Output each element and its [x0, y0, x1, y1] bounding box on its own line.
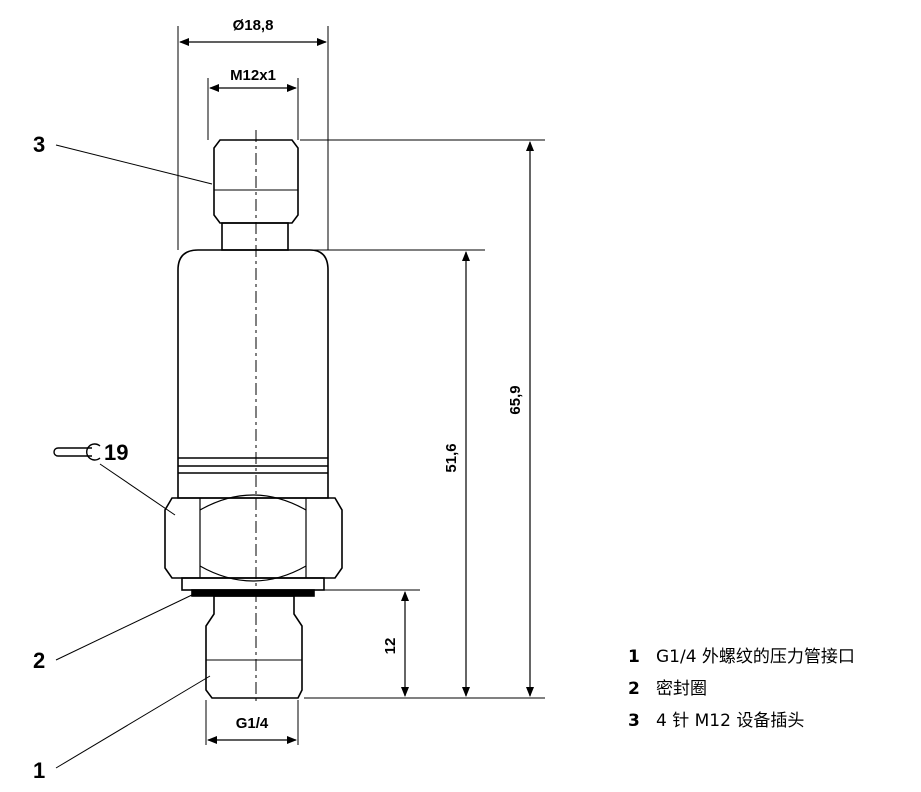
flange: [181, 577, 325, 591]
hex-nut: [164, 497, 343, 579]
callout-3: 3: [33, 132, 45, 157]
sensor-body-outline: [164, 139, 343, 699]
legend-number: 2: [628, 679, 640, 699]
leader-lines: [55, 144, 213, 769]
extension-lines: [177, 26, 545, 745]
legend-number: 3: [628, 711, 640, 731]
legend-item: 2 密封圈: [628, 673, 855, 705]
legend-item: 3 4 针 M12 设备插头: [628, 705, 855, 737]
connector-neck: [221, 222, 289, 251]
connector-nut: [213, 139, 299, 224]
pressure-thread: [205, 595, 303, 699]
main-body: [177, 249, 329, 499]
legend-text: 4 针 M12 设备插头: [656, 711, 805, 731]
connector-thread-label: M12x1: [230, 67, 276, 84]
parts-legend: 1 G1/4 外螺纹的压力管接口 2 密封圈 3 4 针 M12 设备插头: [628, 641, 855, 737]
wrench-size-label: 19: [104, 440, 128, 465]
total-height-label: 65,9: [507, 385, 524, 414]
dimension-lines: [179, 38, 534, 744]
wrench-icon: [53, 443, 101, 461]
seal-ring: [191, 589, 315, 597]
legend-item: 1 G1/4 外螺纹的压力管接口: [628, 641, 855, 673]
thread-size-label: G1/4: [236, 715, 269, 732]
legend-number: 1: [628, 647, 640, 667]
outer-diameter-label: Ø18,8: [233, 17, 274, 34]
legend-text: 密封圈: [656, 679, 707, 699]
callout-2: 2: [33, 648, 45, 673]
legend-text: G1/4 外螺纹的压力管接口: [656, 647, 855, 667]
callout-1: 1: [33, 758, 45, 783]
body-height-label: 51,6: [443, 443, 460, 472]
thread-length-label: 12: [382, 638, 399, 655]
